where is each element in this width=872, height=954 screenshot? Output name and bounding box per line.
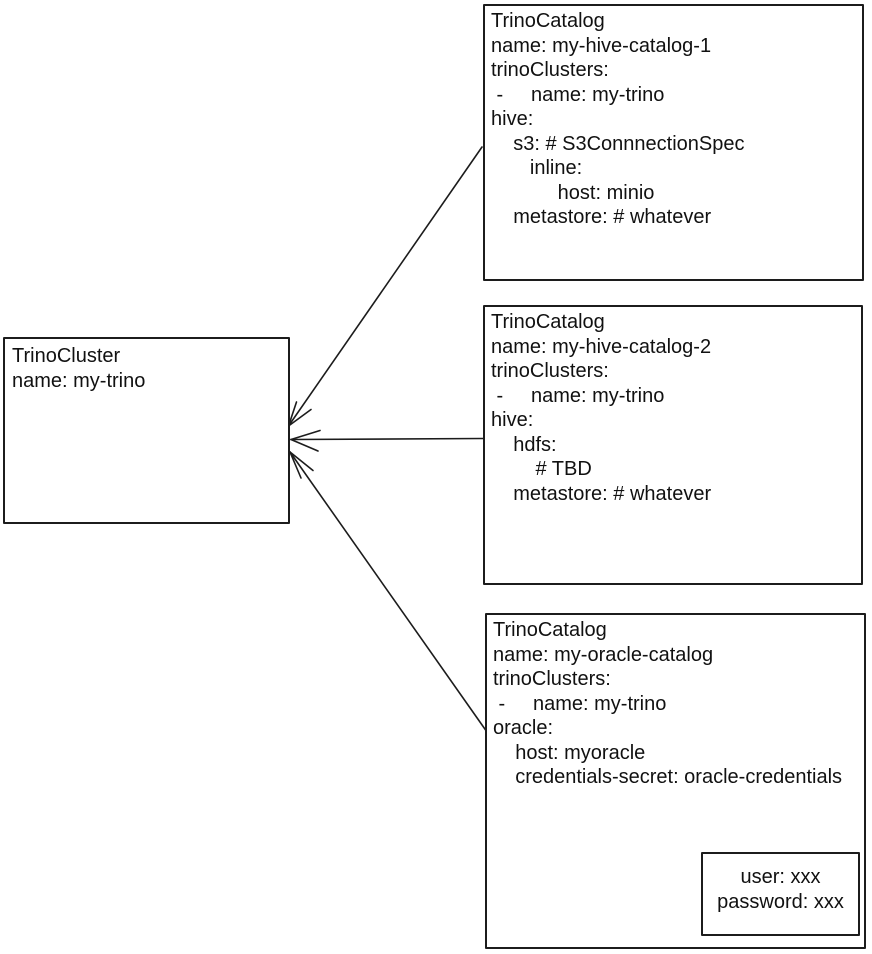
- node-yaml: name: my-trino: [12, 369, 146, 392]
- arrow-catalog3-to-cluster: [289, 451, 488, 733]
- node-yaml: user: xxx password: xxx: [717, 866, 844, 913]
- trino-cluster-node: TrinoCluster name: my-trino: [3, 337, 290, 524]
- node-yaml: name: my-hive-catalog-1 trinoClusters: -…: [491, 34, 745, 229]
- node-title: TrinoCatalog: [493, 619, 607, 641]
- node-title: TrinoCluster: [12, 345, 121, 367]
- arrow-catalog2-to-cluster: [290, 429, 484, 452]
- trino-catalog-2-node: TrinoCatalog name: my-hive-catalog-2 tri…: [483, 305, 863, 585]
- node-title: TrinoCatalog: [491, 311, 605, 333]
- credentials-secret-node: user: xxx password: xxx: [701, 852, 860, 936]
- trino-catalog-1-node: TrinoCatalog name: my-hive-catalog-1 tri…: [483, 4, 864, 281]
- node-yaml: name: my-hive-catalog-2 trinoClusters: -…: [491, 335, 712, 505]
- arrow-catalog1-to-cluster: [287, 146, 483, 427]
- node-yaml: name: my-oracle-catalog trinoClusters: -…: [493, 643, 843, 789]
- trino-catalog-3-node: TrinoCatalog name: my-oracle-catalog tri…: [485, 613, 866, 949]
- node-title: TrinoCatalog: [491, 10, 605, 32]
